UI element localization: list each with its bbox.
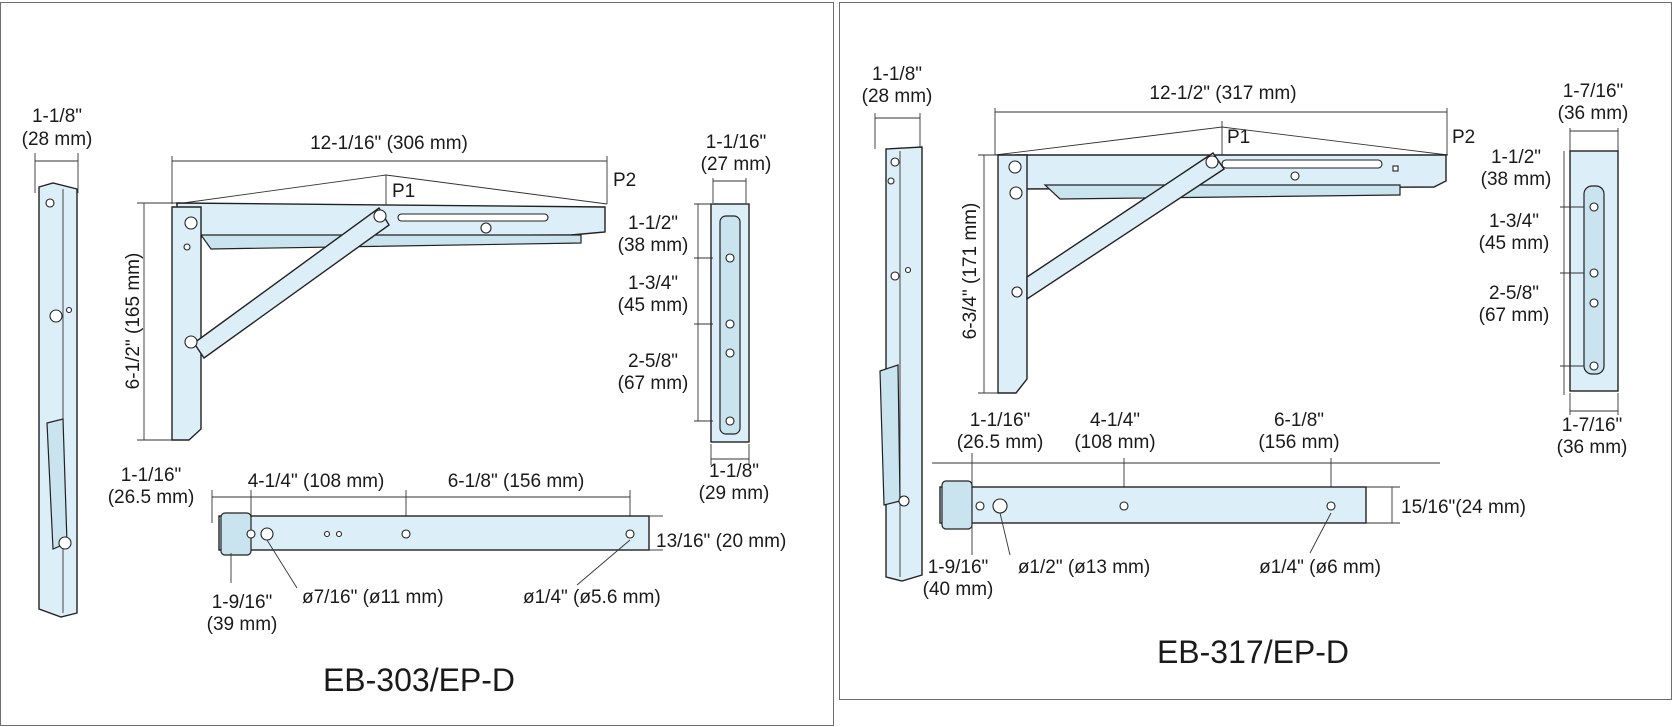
plan-view <box>211 490 663 589</box>
label-p1: P1 <box>392 181 415 202</box>
dim-hole-c-1: 2-5/8" <box>1489 283 1539 304</box>
panel-eb-303: 1-1/8" (28 mm) 12-1/16" (306 mm) P1 P2 6… <box>0 2 834 726</box>
dim-plan-offset-2: (26.5 mm) <box>108 487 195 508</box>
end-view <box>694 178 750 465</box>
dim-hole-b-1: 1-3/4" <box>1489 211 1539 232</box>
dim-top-width-2: (27 mm) <box>701 154 772 175</box>
end-view <box>1560 128 1619 415</box>
dim-plan-spacing-1: 4-1/4" (108 mm) <box>248 471 385 492</box>
side-view <box>34 153 79 618</box>
dim-height: 6-1/2" (165 mm) <box>123 253 144 390</box>
dim-hole-small: ø1/4" (ø6 mm) <box>1259 557 1381 578</box>
bracket-elevation <box>137 156 608 441</box>
dim-hole-large: ø7/16" (ø11 mm) <box>302 587 444 608</box>
panel-eb-317: 1-1/8" (28 mm) 12-1/2" (317 mm) P1 P2 6-… <box>839 2 1672 700</box>
dim-height: 6-3/4" (171 mm) <box>960 203 981 340</box>
dim-plan-thickness: 15/16"(24 mm) <box>1401 497 1526 518</box>
dim-plan-spacing-2a: 6-1/8" <box>1274 410 1324 431</box>
dim-bottom-width-2: (36 mm) <box>1557 437 1628 458</box>
dim-plan-spacing-1b: (108 mm) <box>1074 432 1155 453</box>
dim-hole-c-1: 2-5/8" <box>628 351 678 372</box>
dim-side-width-1: 1-1/8" <box>872 64 922 85</box>
dim-top-width-1: 1-7/16" <box>1563 81 1624 102</box>
dim-plan-spacing-1a: 4-1/4" <box>1090 410 1140 431</box>
dim-length: 12-1/16" (306 mm) <box>310 133 468 154</box>
dim-plan-inner-1: 1-9/16" <box>928 557 989 578</box>
dimensions-eb-317: 1-1/8" (28 mm) 12-1/2" (317 mm) P1 P2 6-… <box>862 64 1629 670</box>
dim-plan-spacing-2b: (156 mm) <box>1258 432 1339 453</box>
dim-hole-c-2: (67 mm) <box>618 373 689 394</box>
dim-plan-inner-1: 1-9/16" <box>212 592 273 613</box>
dim-bottom-width-2: (29 mm) <box>699 483 770 504</box>
dim-hole-b-2: (45 mm) <box>618 295 689 316</box>
drawing-eb-317: 1-1/8" (28 mm) 12-1/2" (317 mm) P1 P2 6-… <box>862 64 1629 670</box>
dim-bottom-width-1: 1-1/8" <box>709 461 759 482</box>
label-p2: P2 <box>1452 127 1475 148</box>
dim-hole-a-2: (38 mm) <box>618 235 689 256</box>
dim-plan-inner-2: (39 mm) <box>207 614 278 635</box>
dim-hole-a-1: 1-1/2" <box>1491 147 1541 168</box>
dim-hole-large: ø1/2" (ø13 mm) <box>1018 557 1150 578</box>
dim-hole-a-1: 1-1/2" <box>628 213 678 234</box>
model-title: EB-303/EP-D <box>323 662 515 698</box>
side-view <box>874 113 923 582</box>
drawing-eb-303: 1-1/8" (28 mm) 12-1/16" (306 mm) P1 P2 6… <box>22 106 787 698</box>
dim-hole-a-2: (38 mm) <box>1481 169 1552 190</box>
dim-hole-small: ø1/4" (ø5.6 mm) <box>523 587 661 608</box>
dim-plan-offset-2: (26.5 mm) <box>957 432 1044 453</box>
label-p1: P1 <box>1227 127 1250 148</box>
dim-side-width-2: (28 mm) <box>862 86 933 107</box>
dim-side-width-2: (28 mm) <box>22 129 93 150</box>
dim-bottom-width-1: 1-7/16" <box>1562 415 1623 436</box>
plan-view <box>932 453 1440 556</box>
label-p2: P2 <box>613 170 636 191</box>
dim-plan-spacing-2: 6-1/8" (156 mm) <box>448 471 585 492</box>
model-title: EB-317/EP-D <box>1157 634 1349 670</box>
dim-top-width-2: (36 mm) <box>1558 103 1629 124</box>
bracket-elevation <box>978 108 1449 394</box>
dim-hole-c-2: (67 mm) <box>1479 305 1550 326</box>
dim-top-width-1: 1-1/16" <box>706 132 767 153</box>
dim-plan-inner-2: (40 mm) <box>923 579 994 600</box>
dim-hole-b-1: 1-3/4" <box>628 273 678 294</box>
dim-plan-offset-1: 1-1/16" <box>121 465 182 486</box>
dim-plan-offset-1: 1-1/16" <box>970 410 1031 431</box>
dim-side-width-1: 1-1/8" <box>32 106 82 127</box>
dim-plan-thickness: 13/16" (20 mm) <box>656 531 786 552</box>
dim-length: 12-1/2" (317 mm) <box>1149 83 1296 104</box>
dimensions-eb-303: 1-1/8" (28 mm) 12-1/16" (306 mm) P1 P2 6… <box>22 106 787 698</box>
dim-hole-b-2: (45 mm) <box>1479 233 1550 254</box>
